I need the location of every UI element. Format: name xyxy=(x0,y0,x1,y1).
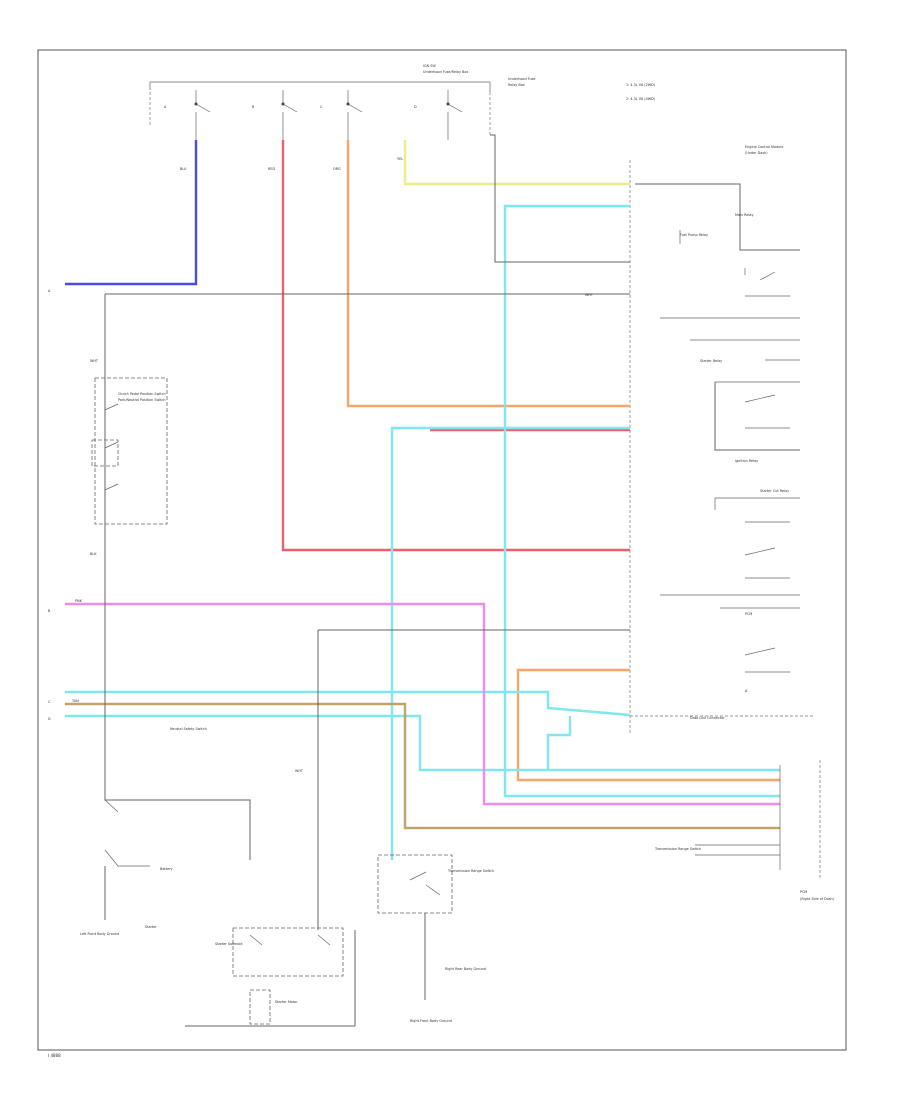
ground-right-label: Right Front Body Ground xyxy=(410,1019,452,1023)
left-pin-c: C xyxy=(48,700,51,704)
battery-label: Battery xyxy=(160,867,173,871)
wire-yellow xyxy=(403,140,630,186)
ecm-sub: (Under Dash) xyxy=(745,151,768,155)
trans-range-box xyxy=(377,854,453,914)
wire-blue xyxy=(65,140,198,286)
neutral-sw-label: Neutral Safety Switch xyxy=(170,727,207,731)
ground-left-label: Left Front Body Ground xyxy=(80,932,119,936)
starter-motor-label: Starter Motor xyxy=(275,1000,298,1004)
contact-3-label: C xyxy=(320,105,323,109)
fuse-contact-2: B xyxy=(252,90,298,140)
ignition-switch-block: IGN SW Underhood Fuse/Relay Box A B C xyxy=(149,64,491,140)
relay-ign-label: Ignition Relay xyxy=(735,459,758,463)
wire-yellow-label: YEL xyxy=(397,157,403,161)
page-code: I 4888 xyxy=(48,1053,61,1058)
relay-starter-label: Starter Relay xyxy=(700,359,722,363)
clutch-switch-box xyxy=(94,377,168,525)
left-wire-label-2: BLK xyxy=(90,552,97,556)
wire-tan-label: TAN xyxy=(71,699,79,703)
left-pin-a: A xyxy=(48,289,51,293)
ecm-block: Engine Control Module (Under Dash) Main … xyxy=(629,145,815,735)
left-switch-chain: Clutch Pedal Position Switch Park/Neutra… xyxy=(48,289,207,790)
trans-range-switch: Transmission Range Switch Right Rear Bod… xyxy=(377,854,494,1023)
contact-1-label: A xyxy=(164,105,167,109)
left-pin-d: D xyxy=(48,717,51,721)
diagram-frame xyxy=(37,49,847,1051)
relay-starter-cut-label: Starter Cut Relay xyxy=(760,489,789,493)
ground-right-2-label: Right Rear Body Ground xyxy=(445,967,486,971)
ecm-title: Engine Control Module xyxy=(745,145,783,149)
relay-fuel-label: Fuel Pump Relay xyxy=(680,233,708,237)
legend-line-2: 2: 4.3L V6 (4WD) xyxy=(626,97,656,101)
top-right-label-2: Relay Box xyxy=(508,83,525,87)
wire-blue-label: BLU xyxy=(180,167,187,171)
relay-main-label: Main Relay xyxy=(735,213,754,217)
pcm-sub: (Right Side of Dash) xyxy=(800,897,835,901)
wire-orange-2 xyxy=(516,668,780,782)
wire-cyan-3 xyxy=(65,690,631,717)
fuse-contact-3: C xyxy=(320,90,363,140)
starter-solenoid-label: Starter Solenoid xyxy=(215,942,242,946)
pcm-connector-label: Transmission Range Switch xyxy=(654,847,701,851)
wire-cyan-5 xyxy=(546,716,572,770)
ecm-pin-label: A xyxy=(745,689,748,693)
wire-red xyxy=(281,140,630,552)
pcm-block: PCM (Right Side of Dash) Transmission Ra… xyxy=(654,760,835,901)
wire-gray-2 xyxy=(490,134,630,263)
data-link-label: Data Link Connector xyxy=(690,716,725,720)
wire-tan xyxy=(65,702,780,830)
fuse-box-label: IGN SW xyxy=(423,64,436,68)
fuse-contact-4: D xyxy=(414,90,463,140)
clutch-switch-label: Clutch Pedal Position Switch xyxy=(118,392,166,396)
wire-magenta-label: PNK xyxy=(75,599,83,603)
wire-cyan-1 xyxy=(503,204,780,798)
relay-pc-label: PCM xyxy=(745,612,752,616)
starter-section: Battery Left Front Body Ground Starter S… xyxy=(80,630,356,1027)
starter-label: Starter xyxy=(145,925,157,929)
fuse-box-sub-label: Underhood Fuse/Relay Box xyxy=(423,70,468,74)
fuse-contact-1: A xyxy=(164,90,211,140)
starter-box xyxy=(232,927,344,977)
wire-red-label: RED xyxy=(268,167,275,171)
pcm-title: PCM xyxy=(800,890,807,894)
top-right-label-1: Underhood Fuse xyxy=(508,77,536,81)
wire-magenta xyxy=(65,602,780,806)
wire-orange xyxy=(346,140,630,408)
contact-2-label: B xyxy=(252,105,255,109)
left-wire-label: WHT xyxy=(90,359,99,363)
legend-line-1: 1: 4.3L V6 (2WD) xyxy=(626,83,656,87)
relay-contacts-1 xyxy=(660,268,800,341)
wire-cyan-4 xyxy=(65,714,780,772)
park-neutral-label: Park/Neutral Position Switch xyxy=(118,398,166,402)
starter-wire-label: WHT xyxy=(295,769,304,773)
trans-range-label: Transmission Range Switch xyxy=(447,869,494,873)
contact-4-label: D xyxy=(414,105,417,109)
left-pin-b: B xyxy=(48,609,51,613)
wire-orange-label: ORG xyxy=(333,167,341,171)
wire-gray-label: WHT xyxy=(585,293,594,297)
